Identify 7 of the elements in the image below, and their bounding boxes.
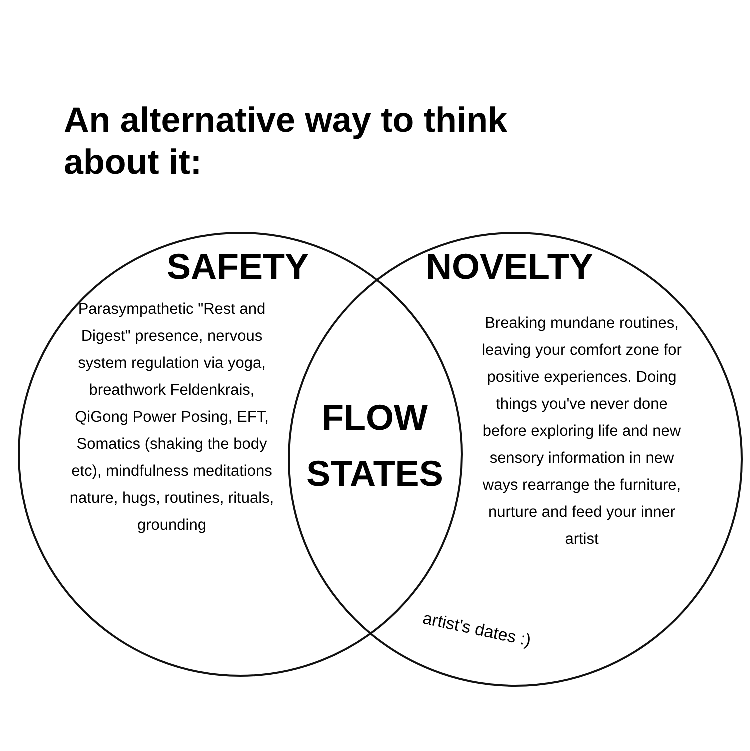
circle-heading: NOVELTY xyxy=(426,246,594,288)
heading: An alternative way to think about it: xyxy=(64,100,508,184)
circle-heading: SAFETY xyxy=(167,246,310,288)
note-text: artist's dates :) xyxy=(421,608,533,652)
circle-text: Parasympathetic "Rest and Digest" presence, nervous system regulation via yoga, breathwork Feldenkrais, QiGong Power Posing, EFT, Somatics (shaking the body etc), mindfulness meditations nature, hugs, routines, rituals, grounding xyxy=(68,300,276,536)
circle-text: Breaking mundane routines, leaving your comfort zone for positive experiences. Doing things you've never done before exploring life and new sensory information in new ways rearrange the furniture, nurture and feed your inner artist xyxy=(481,314,683,550)
overlap-label: FLOW STATES xyxy=(306,396,444,496)
